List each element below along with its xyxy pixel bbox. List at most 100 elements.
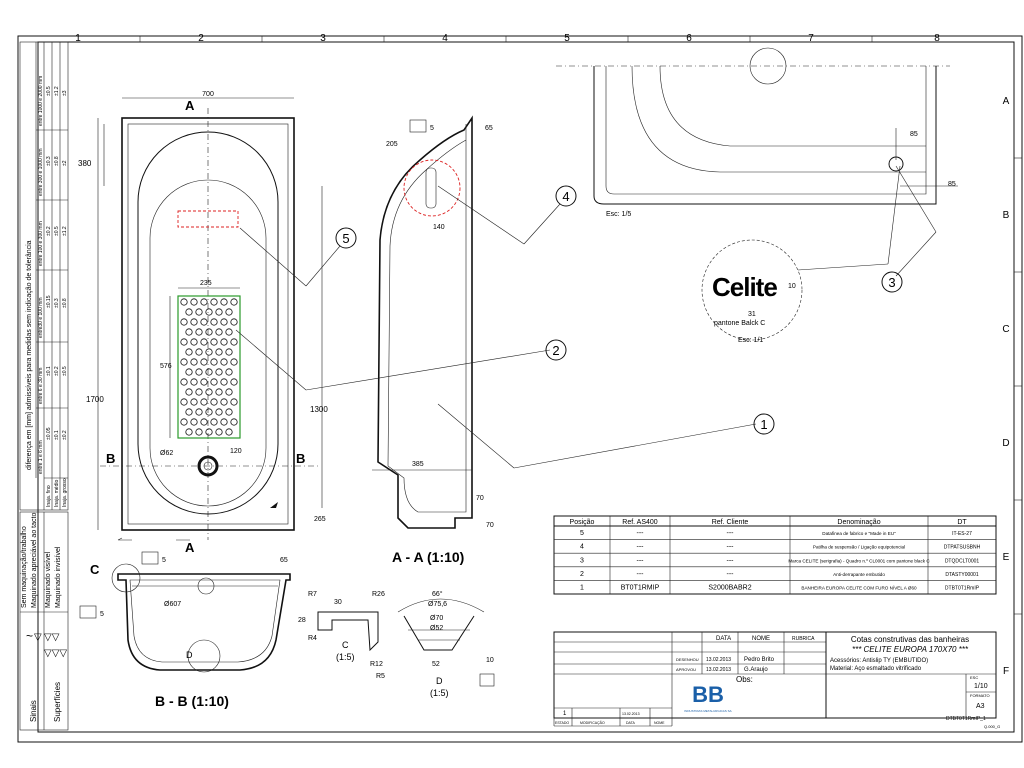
parts-table-cell: 4 [580,544,584,551]
d-52b: 52 [432,661,440,668]
logo-dim-31: 31 [748,311,756,318]
d-r5: R5 [376,673,385,680]
sheet-inner-frame [37,41,1015,733]
anti-slip-dot [230,298,238,306]
parts-header-cell: Posição [570,519,595,526]
medio-1: ±0.1 [54,430,60,440]
bb-d-label: D [186,650,193,660]
label-area-red [177,210,239,228]
parts-table-cell: 2 [580,571,584,578]
anti-slip-dot [220,378,228,386]
grade-medio: Inaja. médio [54,480,60,507]
grid-row-c: C [1002,324,1009,335]
grid-col-1: 1 [75,33,81,44]
anti-slip-dot [225,368,233,376]
parts-table-cell: --- [727,544,735,551]
anti-slip-dot [215,408,223,416]
anti-slip-dot [210,358,218,366]
anti-slip-dot [230,418,238,426]
anti-slip-dot [205,428,213,436]
parts-table-cell: 5 [580,530,584,537]
corner-view: 85 85 Esc: 1/5 [556,47,958,218]
detail-c-view: R7 30 R26 28 R4 C (1:5) [298,591,385,662]
tb-estado: ESTADO [555,721,569,725]
parts-table-cell: 1 [580,585,584,592]
anti-slip-dot [190,418,198,426]
medio-2: ±0.2 [54,366,60,376]
anti-slip-dot [185,388,193,396]
parts-table-cell: Patilha de suspensão / Ligação equipoten… [813,545,905,550]
tb-material: Material: Aço esmaltado vitrificado [830,666,922,672]
parts-table-cell: DTASTY00001 [945,572,978,578]
range-1: entre 1 e 6 mm [38,440,44,474]
aa-dim-70a: 70 [476,495,484,502]
grosso-6: ±3 [62,90,68,96]
section-a-bottom: A [185,540,195,555]
grid-col-3: 3 [320,33,326,44]
anti-slip-dot [190,398,198,406]
tb-date2: 13.02.2013 [706,667,731,673]
finish-title-4: Maquinado invisível [55,546,62,608]
anti-slip-dot [195,348,203,356]
anti-slip-dot [205,388,213,396]
anti-slip-pattern [177,295,241,439]
fino-3: ±0.15 [46,295,52,308]
anti-slip-dot [220,358,228,366]
section-aa-label: A - A (1:10) [392,549,464,565]
corner-dim-85a: 85 [910,131,918,138]
c-r26: R26 [372,591,385,598]
callout-2: 2 [552,343,559,358]
anti-slip-dot [230,378,238,386]
grid-row-a: A [1003,96,1010,107]
parts-table-cell: DTPATSUSBNH [944,545,981,551]
tb-aprovou: APROVOU [676,667,696,672]
anti-slip-dot [225,408,233,416]
range-4: entre 100 e 300 mm [38,221,44,266]
finish-symbol-v1: ▽ [34,632,42,643]
company-logo-sub: INDUSTRIAS METALURGICAS SA [684,709,731,713]
d-52: Ø52 [430,625,443,632]
anti-slip-dot [225,348,233,356]
fino-1: ±0.05 [46,427,52,440]
anti-slip-dot [180,418,188,426]
medio-6: ±1.2 [54,86,60,96]
tb-name2: G.Araujo [744,667,768,673]
detail-d-circle [187,639,221,673]
anti-slip-dot [220,398,228,406]
grid-col-8: 8 [934,33,940,44]
aa-dim-70b: 70 [486,522,494,529]
anti-slip-dot [195,408,203,416]
logo-detail: Celite 10 31 pantone Balck C Esc: 1/1 [701,239,803,344]
corner-dim-85b: 85 [948,181,956,188]
grid-row-e: E [1003,552,1010,563]
range-5: entre 300 e 1000 mm [38,148,44,196]
grosso-5: ±2 [62,160,68,166]
anti-slip-dot [200,338,208,346]
tb-formato: A3 [976,703,985,710]
anti-slip-dot [180,298,188,306]
tb-esc-label: ESC [970,675,978,680]
detail-d-view: 66° Ø75,6 Ø70 Ø52 R12 R5 52 10 D (1:5) [370,590,495,698]
grid-columns: 1 2 3 4 5 6 7 8 [75,33,940,44]
detail-c-scale: (1:5) [336,652,355,662]
parts-table-cell: --- [637,544,645,551]
anti-slip-dot [190,318,198,326]
drain-hole [197,455,219,477]
bb-c-label: C [90,562,100,577]
d-r12: R12 [370,661,383,668]
finish-superficies: Superfícies [53,682,62,722]
anti-slip-dot [215,428,223,436]
finish-sinais: Sinais [29,700,38,722]
grade-fino: Inaja. fino [46,485,52,507]
anti-slip-dot [180,338,188,346]
d-70: Ø70 [430,615,443,622]
anti-slip-dot [230,398,238,406]
aa-dim-385: 385 [412,461,424,468]
anti-slip-dot [220,298,228,306]
dim-380: 380 [78,159,92,168]
aa-tolerance: 5 [430,125,434,132]
detail-c-label: C [342,640,349,650]
anti-slip-dot [185,308,193,316]
tb-rev-date: 13.02.2013 [622,712,640,716]
grosso-4: ±1.2 [62,226,68,236]
